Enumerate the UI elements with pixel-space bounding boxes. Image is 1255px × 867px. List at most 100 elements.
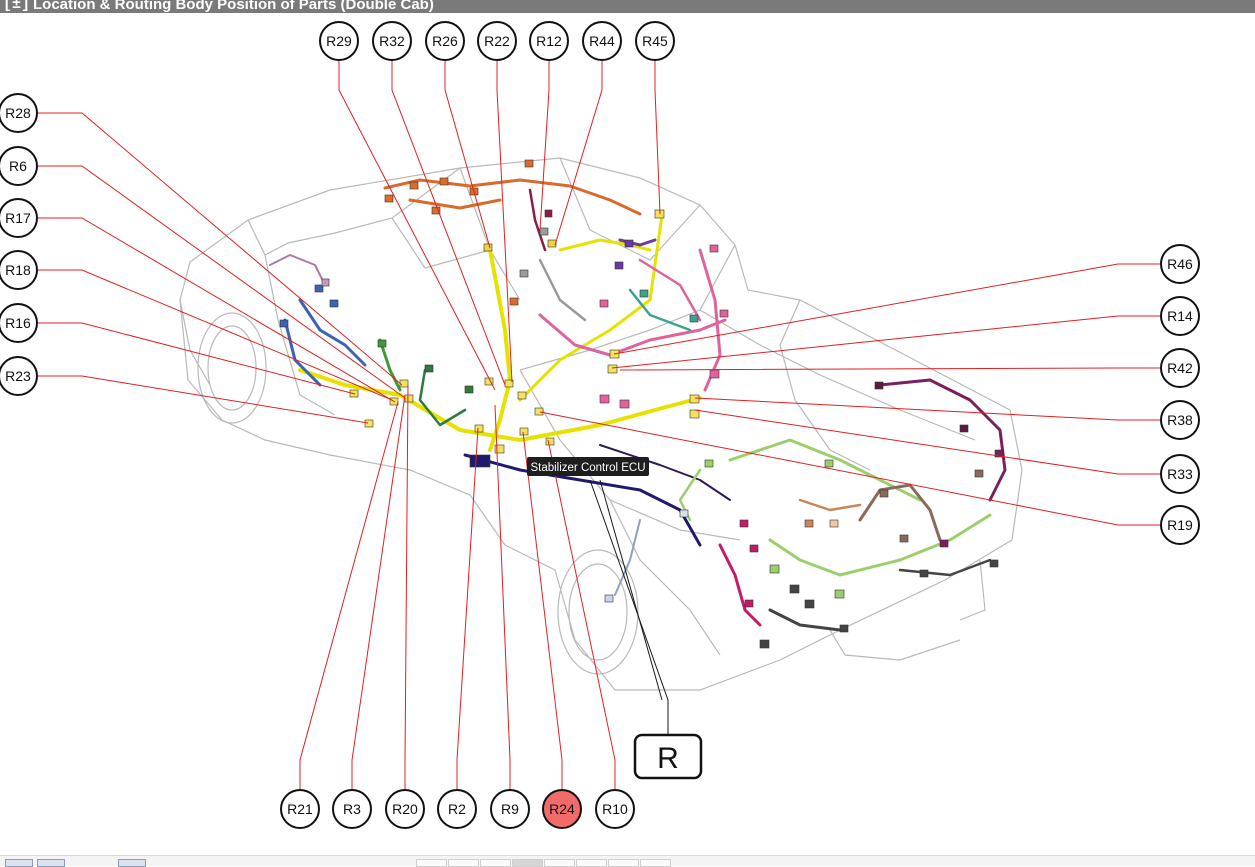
leader-line-r33: [694, 409, 1180, 475]
callout-circle[interactable]: [490, 789, 530, 829]
page-title: Location & Routing Body Position of Part…: [33, 0, 434, 13]
callout-label: R14: [1167, 308, 1193, 324]
callout-circle[interactable]: [0, 93, 38, 133]
callout-label: R24: [549, 801, 575, 817]
callout-label: R29: [326, 33, 352, 49]
callout-circle[interactable]: [0, 250, 38, 290]
callout-r38[interactable]: R38: [1160, 400, 1200, 440]
group-box[interactable]: [633, 733, 703, 780]
callout-label: R23: [5, 368, 31, 384]
leader-line-r17: [18, 217, 396, 403]
leader-line-r6: [18, 165, 406, 399]
callout-label: R26: [432, 33, 458, 49]
callout-circle[interactable]: [437, 789, 477, 829]
leader-line-r16: [18, 322, 356, 395]
callout-circle[interactable]: [595, 789, 635, 829]
callout-r18[interactable]: R18: [0, 250, 38, 290]
callout-label: R9: [501, 801, 519, 817]
callout-r16[interactable]: R16: [0, 303, 38, 343]
leader-line-r19: [539, 411, 1180, 526]
callout-circle[interactable]: [280, 789, 320, 829]
callout-circle[interactable]: [0, 198, 38, 238]
callout-r3[interactable]: R3: [332, 789, 372, 829]
callout-r45[interactable]: R45: [635, 21, 675, 61]
callout-circle[interactable]: [372, 21, 412, 61]
callout-r28[interactable]: R28: [0, 93, 38, 133]
page-tab[interactable]: [576, 859, 607, 867]
callout-label: R2: [448, 801, 466, 817]
callout-r33[interactable]: R33: [1160, 454, 1200, 494]
callout-r29[interactable]: R29: [319, 21, 359, 61]
part-tooltip: Stabilizer Control ECU: [527, 457, 649, 476]
page-tab[interactable]: [608, 859, 639, 867]
callout-label: R44: [589, 33, 615, 49]
callout-r44[interactable]: R44: [582, 21, 622, 61]
callout-r6[interactable]: R6: [0, 146, 38, 186]
callout-circle[interactable]: [425, 21, 465, 61]
callout-label: R32: [379, 33, 405, 49]
page-tab-active[interactable]: [512, 859, 543, 867]
callout-r42[interactable]: R42: [1160, 348, 1200, 388]
bottom-toolbar: [0, 855, 1255, 867]
callout-label: R3: [343, 801, 361, 817]
callout-circle[interactable]: [0, 146, 38, 186]
page-tab[interactable]: [544, 859, 575, 867]
callout-circle[interactable]: [332, 789, 372, 829]
callout-circle[interactable]: [319, 21, 359, 61]
callout-r23[interactable]: R23: [0, 356, 38, 396]
leader-line-r12: [539, 41, 550, 231]
fit-view-button[interactable]: [118, 859, 146, 867]
callout-circle[interactable]: [582, 21, 622, 61]
callout-r2[interactable]: R2: [437, 789, 477, 829]
callout-circle[interactable]: [1160, 296, 1200, 336]
callout-r46[interactable]: R46: [1160, 244, 1200, 284]
callout-r9[interactable]: R9: [490, 789, 530, 829]
callout-r12[interactable]: R12: [529, 21, 569, 61]
leader-line-r42: [619, 367, 1180, 371]
group-label: R: [589, 479, 703, 780]
leader-line-r21: [299, 401, 399, 809]
expand-toggle-button[interactable]: [±]: [3, 0, 31, 13]
leader-line-r45: [654, 41, 661, 215]
callout-circle[interactable]: [1160, 454, 1200, 494]
leader-line-r32: [391, 41, 506, 386]
callout-label: R46: [1167, 256, 1193, 272]
callout-label: R38: [1167, 412, 1193, 428]
callout-circle[interactable]: [1160, 348, 1200, 388]
leader-line-r14: [611, 315, 1180, 369]
callout-r14[interactable]: R14: [1160, 296, 1200, 336]
callout-r19[interactable]: R19: [1160, 505, 1200, 545]
callout-r20[interactable]: R20: [385, 789, 425, 829]
zoom-out-button[interactable]: [5, 859, 33, 867]
page-tab[interactable]: [640, 859, 671, 867]
callout-r24[interactable]: R24: [542, 789, 582, 829]
callout-label: R12: [536, 33, 562, 49]
callout-r10[interactable]: R10: [595, 789, 635, 829]
leader-line-r10: [547, 439, 616, 809]
leader-line-r20: [404, 384, 409, 809]
page-tab[interactable]: [416, 859, 447, 867]
callout-r22[interactable]: R22: [477, 21, 517, 61]
callout-r32[interactable]: R32: [372, 21, 412, 61]
callout-circle[interactable]: [1160, 505, 1200, 545]
callout-circle[interactable]: [477, 21, 517, 61]
callout-r21[interactable]: R21: [280, 789, 320, 829]
group-letter: R: [657, 742, 679, 775]
callout-circle[interactable]: [1160, 400, 1200, 440]
callout-circle[interactable]: [1160, 244, 1200, 284]
callout-circle[interactable]: [0, 303, 38, 343]
callout-circle[interactable]: [529, 21, 569, 61]
callout-circle[interactable]: [385, 789, 425, 829]
zoom-in-button[interactable]: [37, 859, 65, 867]
callout-circle[interactable]: [542, 789, 582, 829]
page-tab[interactable]: [448, 859, 479, 867]
page-tab[interactable]: [480, 859, 511, 867]
title-bar: [±] Location & Routing Body Position of …: [0, 0, 1255, 13]
callout-circle[interactable]: [635, 21, 675, 61]
callout-circle[interactable]: [0, 356, 38, 396]
leader-line-r23: [18, 375, 369, 424]
callout-label: R6: [9, 158, 27, 174]
callout-r17[interactable]: R17: [0, 198, 38, 238]
callout-r26[interactable]: R26: [425, 21, 465, 61]
